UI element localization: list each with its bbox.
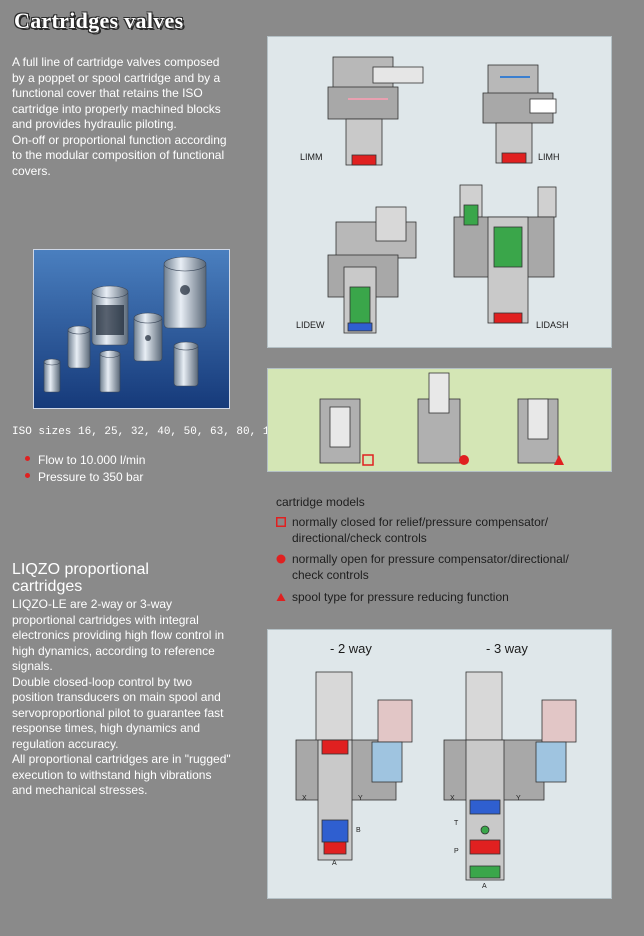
port-x-3way: X	[450, 795, 455, 802]
label-lidash: LIDASH	[536, 320, 569, 330]
triangle-icon	[276, 593, 286, 601]
model-item-text: spool type for pressure reducing functio…	[292, 590, 509, 604]
port-p-3way: P	[454, 848, 459, 855]
model-item-text: normally closed for relief/pressure comp…	[292, 515, 549, 545]
square-icon	[276, 517, 286, 527]
cartridge-types-diagram: LIMM LIMH LIDEW LIDASH	[267, 36, 612, 348]
bullet-dot	[25, 456, 30, 461]
intro-paragraph: A full line of cartridge valves composed…	[12, 55, 227, 178]
cartridges-photo	[33, 249, 230, 409]
bullet-flow: Flow to 10.000 l/min	[25, 453, 146, 467]
port-t-3way: T	[454, 820, 459, 827]
bullet-pressure: Pressure to 350 bar	[25, 470, 144, 484]
model-item-text: normally open for pressure compensator/d…	[292, 552, 569, 582]
label-lidew: LIDEW	[296, 320, 325, 330]
model-item-circle: normally open for pressure compensator/d…	[276, 552, 606, 583]
label-limm: LIMM	[300, 152, 323, 162]
liqzo-paragraph: LIQZO-LE are 2-way or 3-way proportional…	[12, 597, 231, 797]
bullet-pressure-text: Pressure to 350 bar	[38, 470, 144, 484]
label-limh: LIMH	[538, 152, 560, 162]
circle-icon	[276, 554, 286, 564]
page-title: Cartridges valves	[14, 8, 184, 33]
valves-drawing	[327, 56, 557, 334]
bullet-dot	[25, 473, 30, 478]
models-drawing	[319, 372, 564, 466]
model-item-triangle: spool type for pressure reducing functio…	[276, 590, 606, 606]
port-y-2way: Y	[358, 795, 363, 802]
model-item-square: normally closed for relief/pressure comp…	[276, 515, 606, 546]
liqzo-drawing	[295, 671, 577, 881]
iso-sizes: ISO sizes 16, 25, 32, 40, 50, 63, 80, 10…	[12, 426, 283, 438]
port-a-2way: A	[332, 860, 337, 867]
liqzo-diagram: - 2 way - 3 way X Y B A X Y T P A	[267, 629, 612, 899]
port-x-2way: X	[302, 795, 307, 802]
port-y-3way: Y	[516, 795, 521, 802]
bullet-flow-text: Flow to 10.000 l/min	[38, 453, 146, 467]
cartridge-models-diagram	[267, 368, 612, 472]
models-title: cartridge models	[276, 495, 365, 509]
liqzo-heading: LIQZO proportional cartridges	[12, 561, 149, 595]
label-3-way: - 3 way	[486, 641, 528, 656]
label-2-way: - 2 way	[330, 641, 372, 656]
port-b-2way: B	[356, 827, 361, 834]
port-a-3way: A	[482, 883, 487, 890]
